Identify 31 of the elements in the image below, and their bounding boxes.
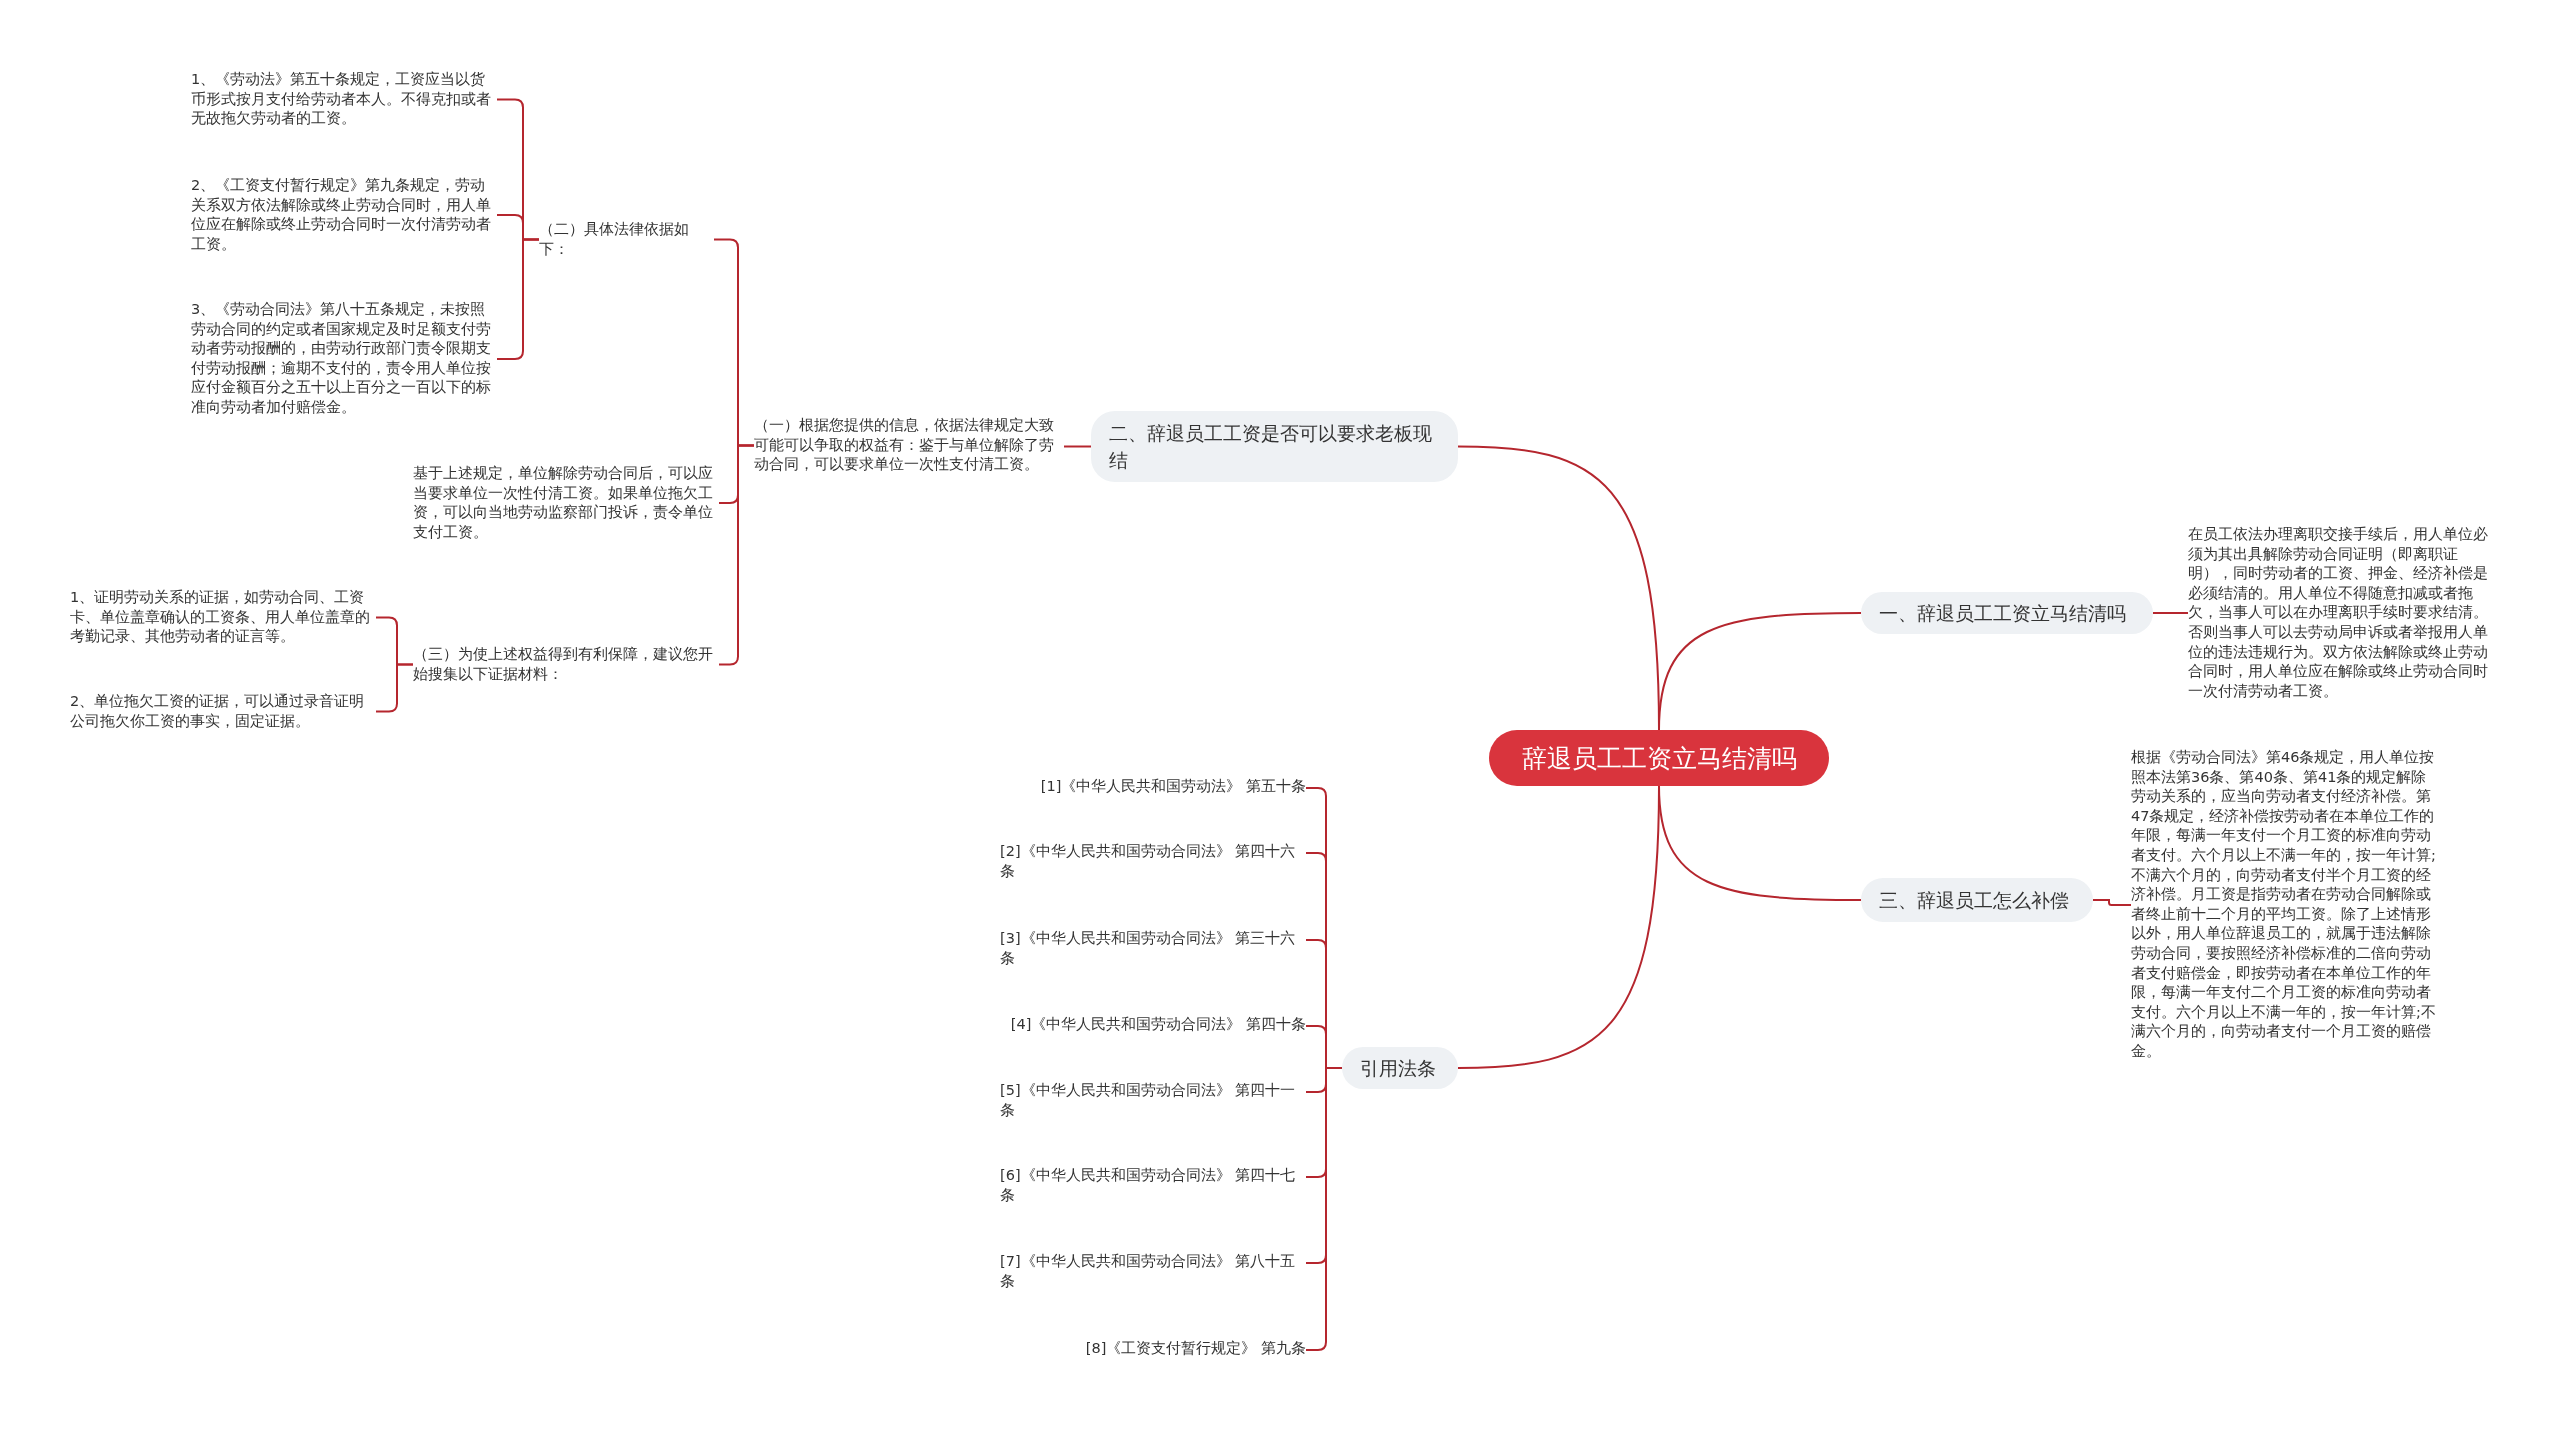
connector-line bbox=[1305, 1067, 1343, 1351]
citation-text: [1]《中华人民共和国劳动法》 第五十条 bbox=[1000, 777, 1306, 797]
note-text: 基于上述规定，单位解除劳动合同后，可以应当要求单位一次性付清工资。如果单位拖欠工资，可以向当地劳动监察部门投诉，责令单位支付工资。 bbox=[413, 464, 719, 543]
topic-pill: 引用法条 bbox=[1342, 1047, 1458, 1089]
connector-line bbox=[375, 663, 414, 713]
citation-text: [5]《中华人民共和国劳动合同法》 第四十一条 bbox=[1000, 1081, 1306, 1121]
citation-text: [2]《中华人民共和国劳动合同法》 第四十六条 bbox=[1000, 842, 1306, 882]
note-text: 2、《工资支付暂行规定》第九条规定，劳动关系双方依法解除或终止劳动合同时，用人单位应在解除或终止劳动合同时一次付清劳动者工资。 bbox=[191, 176, 497, 255]
topic-pill: 三、辞退员工怎么补偿 bbox=[1861, 878, 2093, 922]
connector-line bbox=[1457, 445, 1660, 731]
connector-line bbox=[1063, 445, 1092, 448]
note-text: 3、《劳动合同法》第八十五条规定，未按照劳动合同的约定或者国家规定及时足额支付劳动者劳动报酬的，由劳动行政部门责令限期支付劳动报酬；逾期不支付的，责令用人单位按应付金额百分之五十以上百分之一百以下的标准向劳动者加付赔偿金。 bbox=[191, 300, 497, 418]
citation-text: [4]《中华人民共和国劳动合同法》 第四十条 bbox=[1000, 1015, 1306, 1035]
note-text: （三）为使上述权益得到有利保障，建议您开始搜集以下证据材料： bbox=[413, 645, 719, 685]
citation-text: [8]《工资支付暂行规定》 第九条 bbox=[1000, 1339, 1306, 1359]
note-text: 根据《劳动合同法》第46条规定，用人单位按照本法第36条、第40条、第41条的规定解除劳动关系的，应当向劳动者支付经济补偿。第47条规定，经济补偿按劳动者在本单位工作的年限，每满一年支付一个月工资的标准向劳动者支付。六个月以上不满一年的，按一年计算;不满六个月的，向劳动者支付半个月工资的经济补偿。月工资是指劳动者在劳动合同解除或者终止前十二个月的平均工资。除了上述情形以外，用人单位辞退员工的，就属于违法解除劳动合同，要按照经济补偿标准的二倍向劳动者支付赔偿金，即按劳动者在本单位工作的年限，每满一年支付二个月工资的标准向劳动者支付。六个月以上不满一年的，按一年计算;不满六个月的，向劳动者支付一个月工资的赔偿金。 bbox=[2131, 748, 2437, 1062]
topic-pill: 一、辞退员工工资立马结清吗 bbox=[1861, 592, 2153, 634]
connector-line bbox=[2092, 899, 2132, 906]
note-text: 2、单位拖欠工资的证据，可以通过录音证明公司拖欠你工资的事实，固定证据。 bbox=[70, 692, 376, 732]
central-topic: 辞退员工工资立马结清吗 bbox=[1489, 730, 1829, 786]
citation-text: [7]《中华人民共和国劳动合同法》 第八十五条 bbox=[1000, 1252, 1306, 1292]
citation-text: [6]《中华人民共和国劳动合同法》 第四十七条 bbox=[1000, 1166, 1306, 1206]
note-text: 1、证明劳动关系的证据，如劳动合同、工资卡、单位盖章确认的工资条、用人单位盖章的考勤记录、其他劳动者的证言等。 bbox=[70, 588, 376, 647]
note-text: （一）根据您提供的信息，依据法律规定大致可能可以争取的权益有：鉴于与单位解除了劳动合同，可以要求单位一次性支付清工资。 bbox=[754, 416, 1064, 475]
citation-text: [3]《中华人民共和国劳动合同法》 第三十六条 bbox=[1000, 929, 1306, 969]
topic-pill: 二、辞退员工工资是否可以要求老板现结 bbox=[1091, 411, 1458, 482]
connector-line bbox=[2152, 612, 2189, 614]
connector-line bbox=[1457, 785, 1660, 1069]
note-text: （二）具体法律依据如下： bbox=[539, 220, 714, 260]
note-text: 1、《劳动法》第五十条规定，工资应当以货币形式按月支付给劳动者本人。不得克扣或者无故拖欠劳动者的工资。 bbox=[191, 70, 497, 129]
note-text: 在员工依法办理离职交接手续后，用人单位必须为其出具解除劳动合同证明（即离职证明），同时劳动者的工资、押金、经济补偿是必须结清的。用人单位不得随意扣减或者拖欠，当事人可以在办理离职手续时要求结清。否则当事人可以去劳动局申诉或者举报用人单位的违法违规行为。双方依法解除或终止劳动合同时，用人单位应在解除或终止劳动合同时一次付清劳动者工资。 bbox=[2188, 525, 2498, 702]
